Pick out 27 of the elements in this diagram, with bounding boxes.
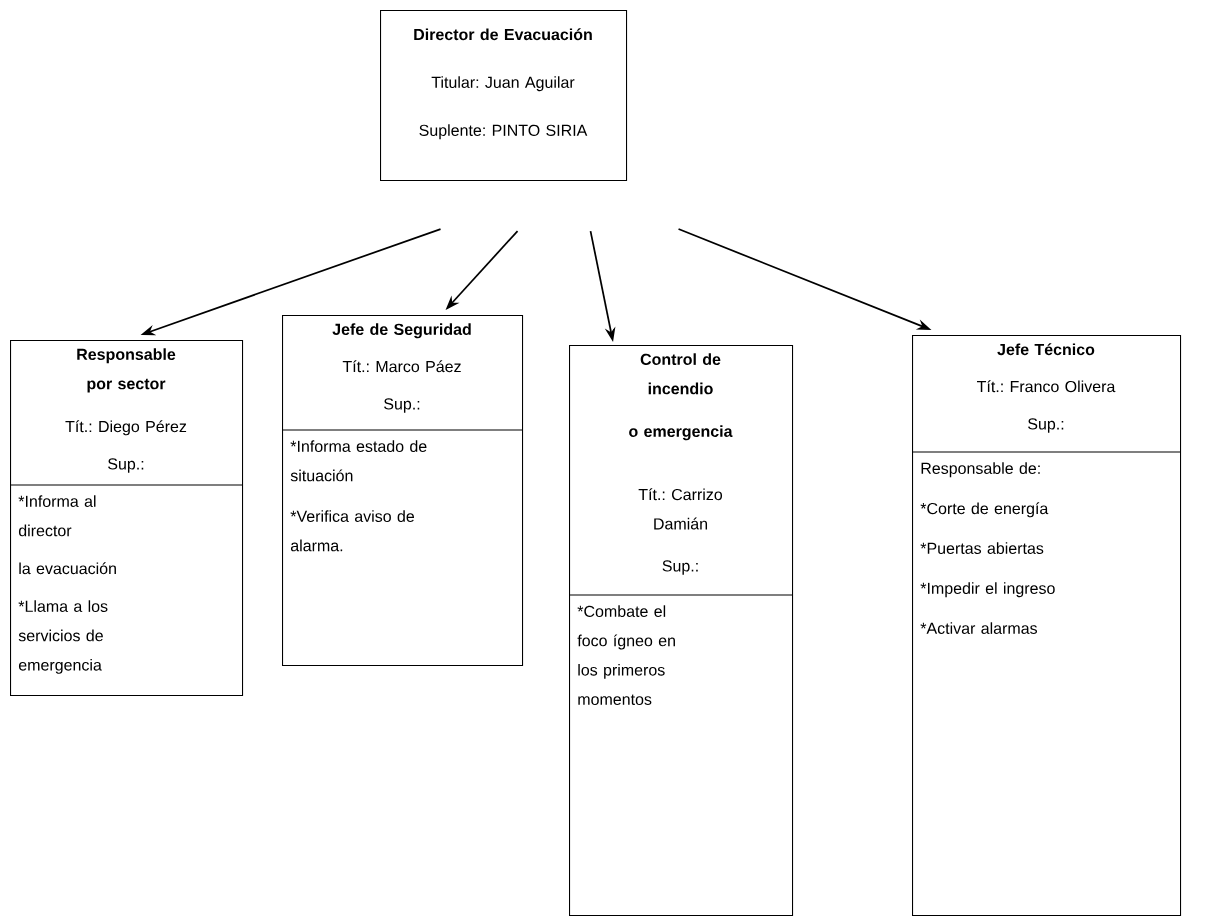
duty-text: Responsable de: — [921, 462, 1040, 478]
duty-text: *Impedir el ingreso — [920, 582, 1055, 598]
role-heading: Responsable por sector — [77, 348, 176, 393]
role-heading: o emergencia — [629, 425, 733, 441]
assignment-text: Sup.: — [384, 398, 420, 413]
duty-text: *Activar alarmas — [920, 622, 1038, 634]
role-heading: Jefe de Seguridad — [332, 323, 471, 339]
role-heading: Jefe Técnico — [997, 343, 1095, 356]
assignment-text: Sup.: — [108, 458, 144, 473]
assignment-text: Tít.: Diego Pérez — [65, 420, 187, 436]
duty-text: *Informa al director — [18, 495, 96, 537]
duty-text: *Llama a los servicios de emergencia — [18, 600, 108, 674]
role-heading: Control de incendio — [640, 353, 721, 395]
assignment-text: Titular: Juan Aguilar — [431, 76, 575, 92]
duty-text: la evacuación — [19, 562, 116, 575]
assignment-text: Suplente: PINTO SIRIA — [419, 124, 588, 140]
duty-text: *Verifica aviso de alarma. — [290, 510, 415, 552]
assignment-text: Tít.: Franco Olivera — [977, 380, 1116, 393]
duty-text: *Combate el foco ígneo en los primeros momentos — [577, 605, 675, 705]
assignment-text: Tít.: Carrizo Damián — [638, 488, 723, 530]
role-heading: Director de Evacuación — [414, 28, 592, 41]
duty-text: *Informa estado de situación — [290, 440, 427, 482]
assignment-text: Tít.: Marco Páez — [342, 360, 461, 373]
duty-text: *Corte de energía — [920, 502, 1049, 518]
assignment-text: Sup.: — [662, 560, 698, 575]
assignment-text: Sup.: — [1028, 418, 1064, 433]
duty-text: *Puertas abiertas — [920, 542, 1044, 554]
